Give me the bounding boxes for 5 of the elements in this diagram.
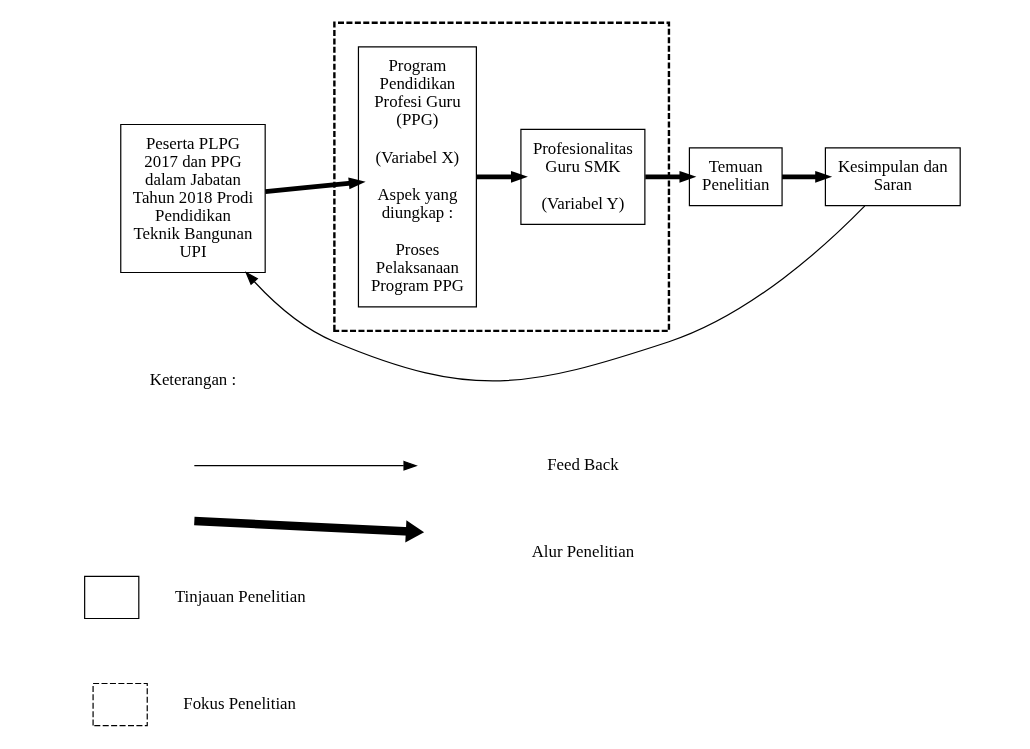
legend-label: Feed Back <box>546 455 619 475</box>
legend-label: Alur Penelitian <box>531 541 634 561</box>
legend-label: Fokus Penelitian <box>182 694 296 714</box>
label: Keterangan : <box>149 369 236 389</box>
legend-label: Tinjauan Penelitian <box>174 586 306 606</box>
